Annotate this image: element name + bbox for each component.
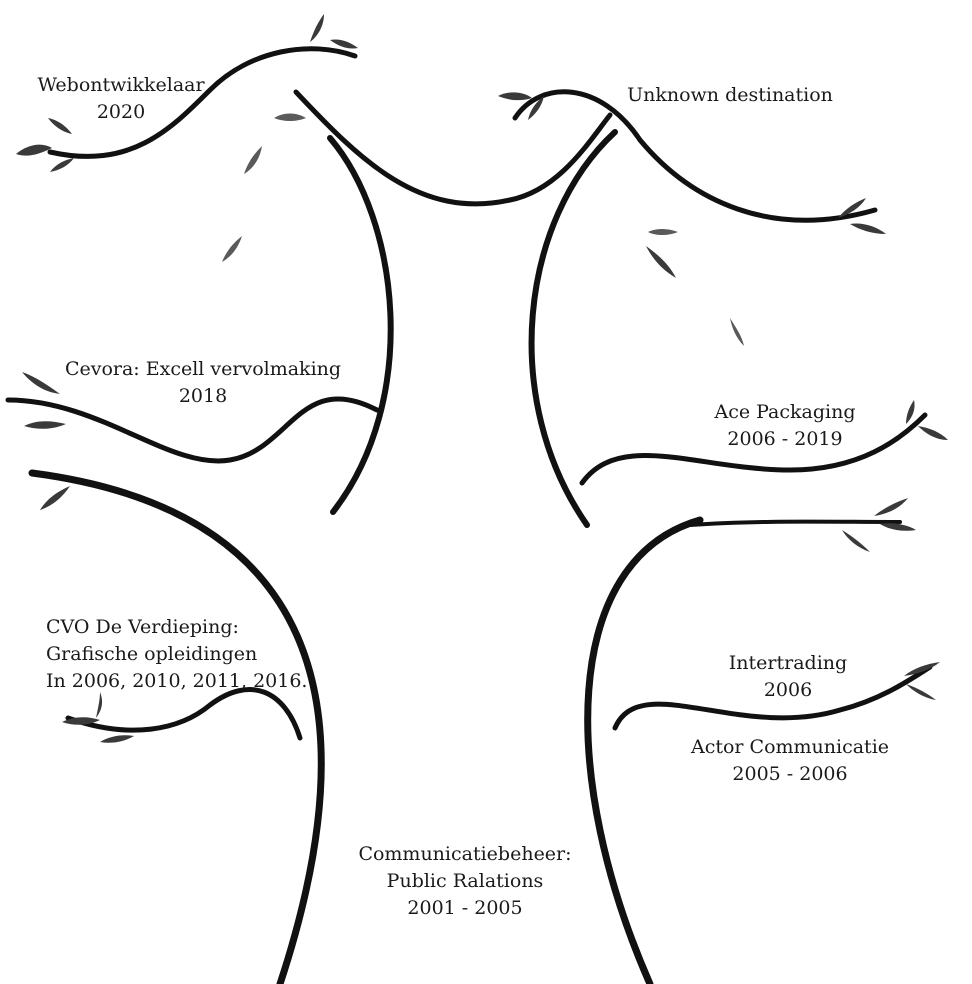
leaf-icon xyxy=(874,498,908,516)
leaf-icon xyxy=(918,426,948,440)
leaf-icon xyxy=(16,144,52,156)
leaf-icon xyxy=(222,236,242,262)
label-date: 2018 xyxy=(178,385,228,407)
trunk-left-lower xyxy=(28,469,325,984)
leaves xyxy=(16,14,948,743)
label-intertrading: Intertrading 2006 xyxy=(718,650,858,704)
branch-mid-left xyxy=(5,396,380,464)
trunk-right-upper xyxy=(528,129,618,528)
label-date: 2020 xyxy=(96,101,146,123)
label-title: CVO De Verdieping: xyxy=(46,616,239,638)
leaf-icon xyxy=(100,735,134,743)
leaf-icon xyxy=(48,118,72,134)
leaf-icon xyxy=(24,421,66,429)
leaf-icon xyxy=(330,39,358,49)
leaf-icon xyxy=(838,198,866,218)
leaf-icon xyxy=(96,692,103,718)
leaf-icon xyxy=(730,318,744,346)
label-title: Actor Communicatie xyxy=(690,736,890,758)
label-date: In 2006, 2010, 2011, 2016. xyxy=(46,670,308,692)
leaf-icon xyxy=(244,146,262,174)
label-title: Unknown destination xyxy=(627,84,833,106)
leaf-icon xyxy=(880,523,916,531)
label-date: 2006 - 2019 xyxy=(727,428,843,450)
trunk-right-lower xyxy=(584,516,704,984)
label-unknown-destination: Unknown destination xyxy=(620,82,840,109)
branch-mid-right xyxy=(579,412,928,486)
label-webontwikkelaar: Webontwikkelaar 2020 xyxy=(30,72,212,126)
leaf-icon xyxy=(310,14,324,42)
label-cevora: Cevora: Excell vervolmaking 2018 xyxy=(58,356,348,410)
label-communicatiebeheer: Communicatiebeheer: Public Ralations 200… xyxy=(352,841,578,922)
branch-low-left xyxy=(65,687,303,741)
leaf-icon xyxy=(646,246,676,278)
leaf-icon xyxy=(906,400,915,424)
leaf-icon xyxy=(274,113,306,121)
label-title: Intertrading xyxy=(728,652,848,674)
branch-top-center xyxy=(293,89,613,207)
leaf-icon xyxy=(906,684,936,700)
trunk-left-upper xyxy=(327,135,394,515)
label-date: 2006 xyxy=(763,679,813,701)
leaf-icon xyxy=(648,229,678,235)
leaf-icon xyxy=(22,372,60,394)
leaf-icon xyxy=(850,223,886,234)
branch-low-right xyxy=(612,664,933,731)
label-title: Communicatiebeheer: xyxy=(358,843,572,865)
leaf-icon xyxy=(904,662,940,676)
branch-right-lower-top xyxy=(688,519,902,527)
leaf-icon xyxy=(40,486,70,510)
label-actor-communicatie: Actor Communicatie 2005 - 2006 xyxy=(690,734,890,788)
label-title: Cevora: Excell vervolmaking xyxy=(64,358,342,380)
label-subtitle: Public Ralations xyxy=(386,870,544,892)
label-cvo-de-verdieping: CVO De Verdieping: Grafische opleidingen… xyxy=(46,614,326,695)
branch-top-left xyxy=(47,46,358,159)
label-title: Ace Packaging xyxy=(714,401,856,423)
label-subtitle: Grafische opleidingen xyxy=(46,643,258,665)
leaf-icon xyxy=(528,96,544,120)
leaf-icon xyxy=(50,158,74,172)
leaf-icon xyxy=(498,92,532,101)
label-ace-packaging: Ace Packaging 2006 - 2019 xyxy=(700,399,870,453)
label-date: 2005 - 2006 xyxy=(732,763,848,785)
leaf-icon xyxy=(842,530,870,552)
label-date: 2001 - 2005 xyxy=(407,897,523,919)
branch-top-right xyxy=(512,89,878,223)
leaf-icon xyxy=(62,717,100,725)
label-title: Webontwikkelaar xyxy=(37,74,205,96)
